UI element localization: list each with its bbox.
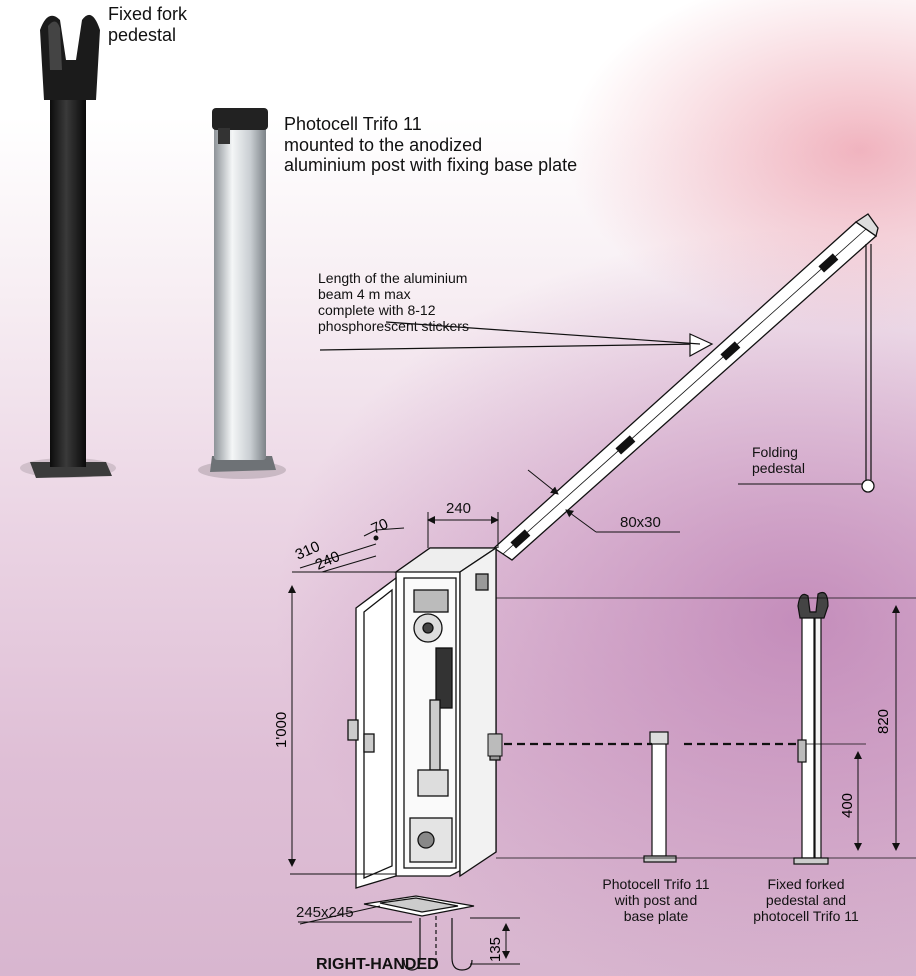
folding-pedestal-label: Folding pedestal bbox=[752, 444, 805, 477]
photocell-post-label: Photocell Trifo 11 with post and base pl… bbox=[602, 876, 710, 925]
fork-pedestal-photo bbox=[20, 14, 116, 478]
right-handed-label: RIGHT-HANDED bbox=[316, 956, 439, 973]
photocell-caption: Photocell Trifo 11 mounted to the anodiz… bbox=[284, 114, 578, 176]
base-plate bbox=[363, 895, 475, 971]
beam-note-arrowhead bbox=[689, 333, 714, 358]
folding-pedestal bbox=[738, 244, 875, 493]
barrier-beam bbox=[492, 213, 879, 561]
beam-note-arrow-2 bbox=[385, 321, 701, 345]
dimension-240-top: 240 bbox=[446, 500, 472, 517]
dimension-400: 400 bbox=[839, 793, 856, 818]
right-dimensions bbox=[298, 605, 900, 965]
dimension-245: 245x245 bbox=[296, 904, 354, 921]
beam-note-arrow bbox=[319, 343, 701, 351]
dimension-820: 820 bbox=[875, 709, 892, 734]
barrier-cabinet bbox=[347, 546, 501, 889]
photocell-post-photo bbox=[198, 108, 286, 479]
fork-pedestal-caption: Fixed fork pedestal bbox=[108, 4, 188, 45]
dimension-70: 70 bbox=[369, 515, 391, 537]
beam-section-label: 80x30 bbox=[620, 514, 661, 531]
fixed-forked-label: Fixed forked pedestal and photocell Trif… bbox=[753, 876, 859, 925]
dimension-135: 135 bbox=[487, 937, 504, 962]
beam-section-dimension bbox=[527, 469, 680, 533]
cabinet-dimensions bbox=[288, 512, 499, 875]
beam-length-note: Length of the aluminium beam 4 m max com… bbox=[318, 270, 469, 335]
right-side-posts bbox=[643, 591, 829, 865]
reference-lines bbox=[496, 597, 916, 859]
cabinet-photocell bbox=[487, 733, 503, 757]
dimension-1000: 1'000 bbox=[273, 712, 290, 748]
